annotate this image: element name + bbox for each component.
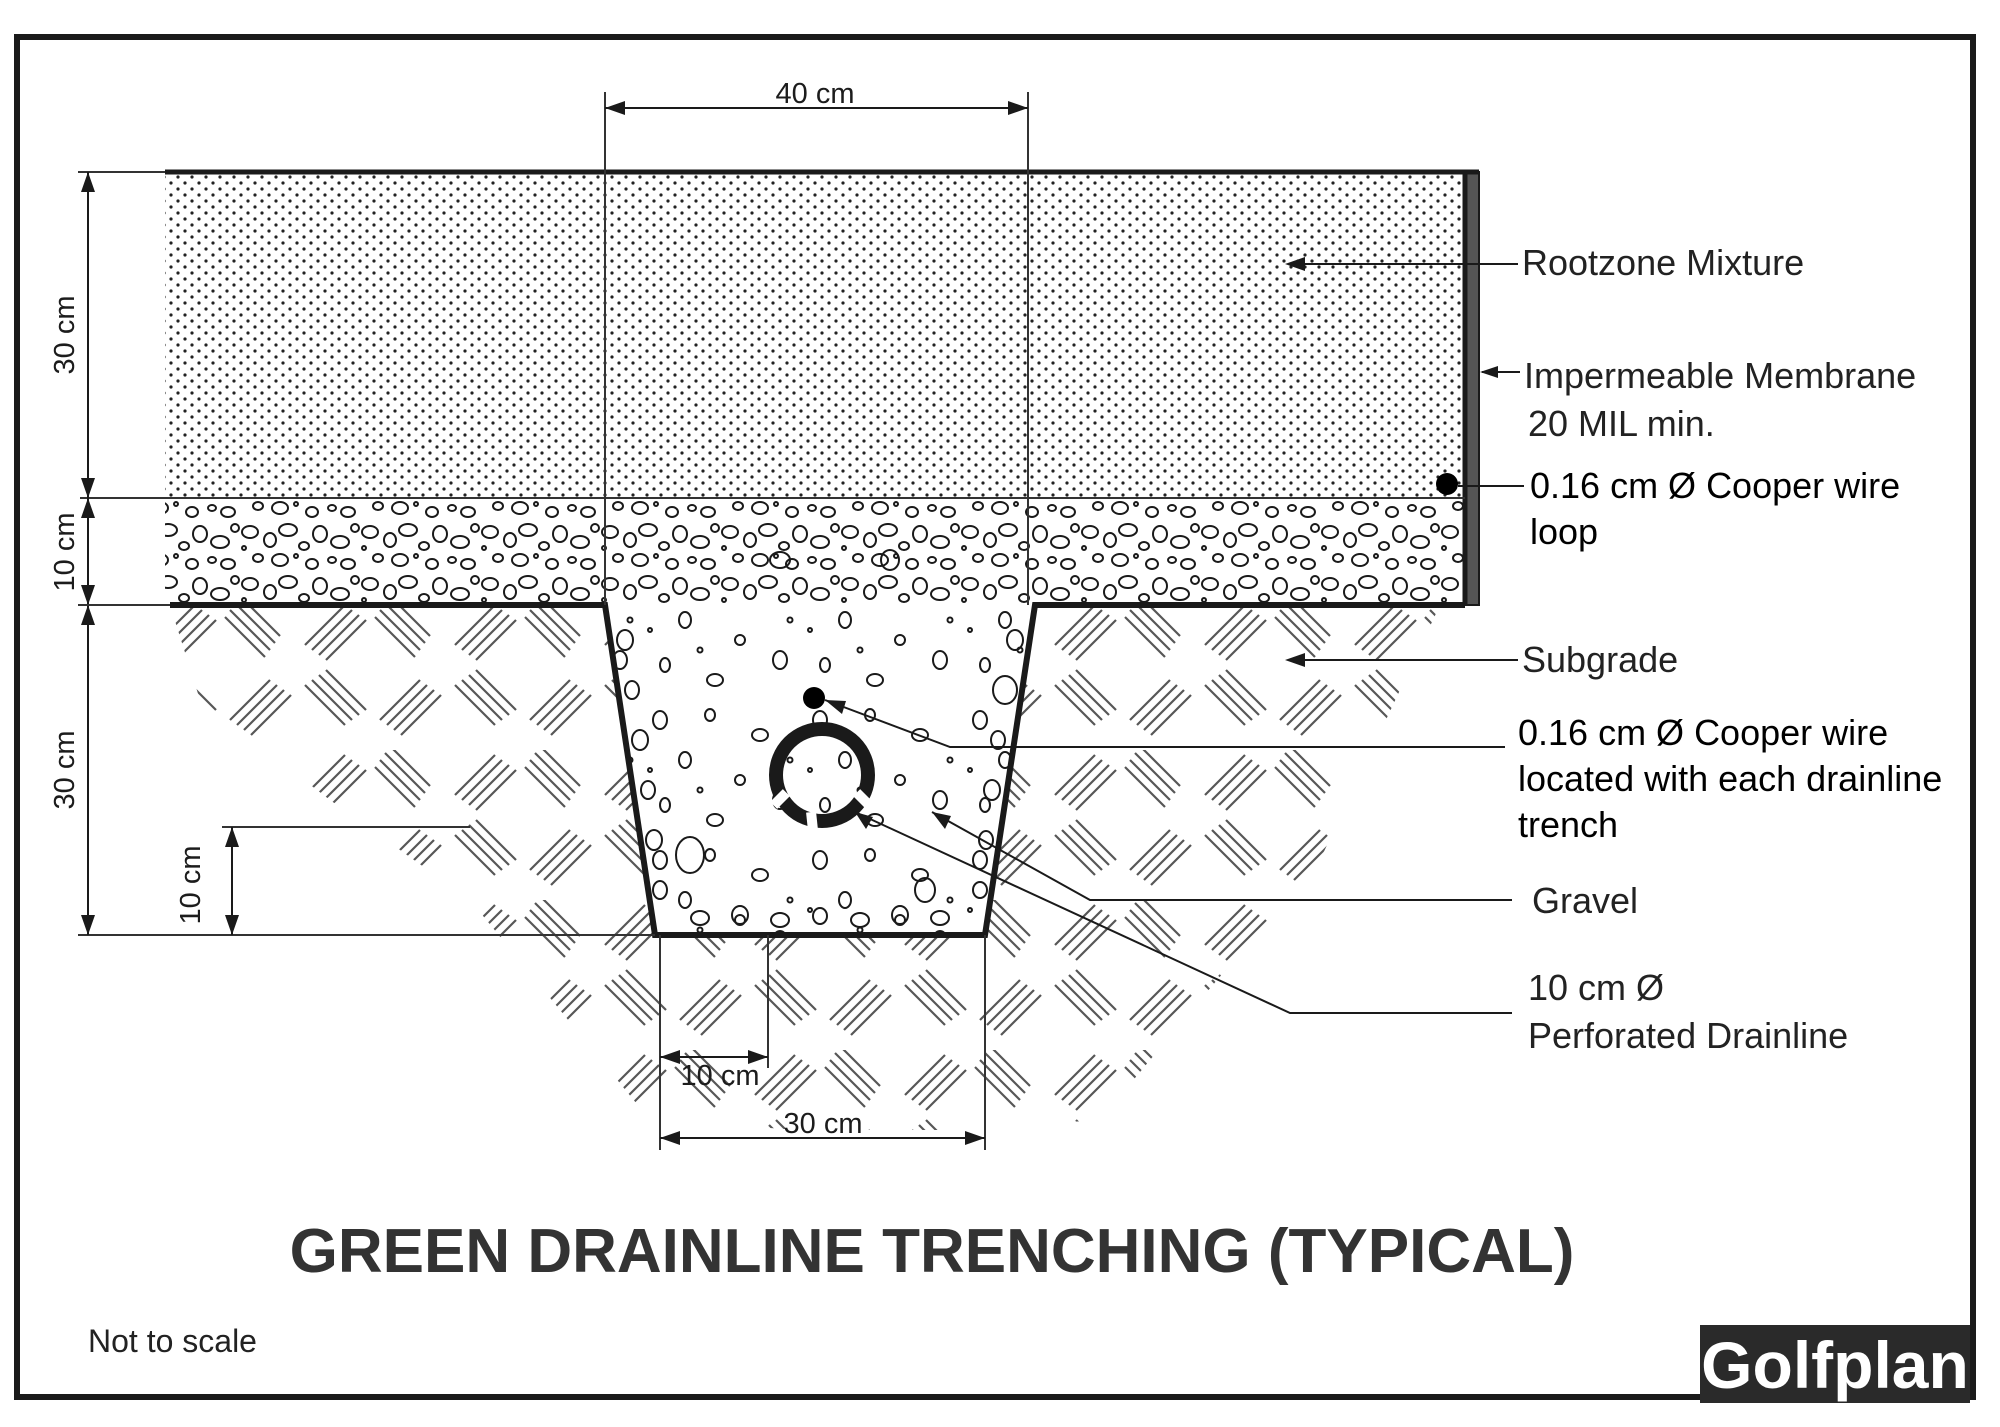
leader-lines <box>824 263 1524 1014</box>
callout-rootzone: Rootzone Mixture <box>1522 242 1804 283</box>
dim-label-pipe-cover: 10 cm <box>175 846 207 925</box>
arrowhead <box>605 101 625 115</box>
callout-membrane-line2: 20 MIL min. <box>1528 403 1715 444</box>
diagram-title: GREEN DRAINLINE TRENCHING (TYPICAL) <box>290 1217 1575 1286</box>
rootzone-layer <box>165 172 1465 498</box>
callout-drainline-line2: Perforated Drainline <box>1528 1015 1848 1056</box>
arrowhead <box>81 605 95 625</box>
dim-label-bottom-offset: 10 cm <box>681 1060 760 1092</box>
arrowhead <box>225 915 239 935</box>
arrowhead <box>1285 257 1305 271</box>
arrowhead <box>660 1050 680 1064</box>
arrowhead <box>825 700 846 714</box>
callout-wire-loop-line1: 0.16 cm Ø Cooper wire <box>1530 465 1900 506</box>
drawing-frame <box>14 34 1976 1400</box>
callout-wire-loop-line2: loop <box>1530 511 1598 552</box>
dim-label-rootzone-depth: 30 cm <box>49 296 81 375</box>
arrowhead <box>748 1050 768 1064</box>
arrowhead <box>660 1131 680 1145</box>
arrowhead <box>225 827 239 847</box>
arrowhead <box>81 585 95 605</box>
trench-pebble-lining <box>616 549 1024 928</box>
dim-label-top-width: 40 cm <box>776 78 855 110</box>
perforated-drainline-icon <box>769 722 875 831</box>
cooper-wire-loop-dot <box>1436 473 1458 495</box>
callout-wire-trench-line1: 0.16 cm Ø Cooper wire <box>1518 712 1888 753</box>
trench-outline <box>170 602 1465 938</box>
dim-label-bottom-width: 30 cm <box>784 1108 863 1140</box>
golfplan-logo-bg <box>1700 1325 1970 1403</box>
arrowhead <box>81 498 95 518</box>
arrowhead <box>81 478 95 498</box>
callout-drainline-line1: 10 cm Ø <box>1528 967 1664 1008</box>
callout-wire-trench-line3: trench <box>1518 804 1618 845</box>
golfplan-logo: Golfplan <box>1701 1328 1969 1402</box>
callout-gravel: Gravel <box>1532 880 1638 921</box>
callout-wire-trench-line2: located with each drainline <box>1518 758 1942 799</box>
callout-subgrade: Subgrade <box>1522 639 1678 680</box>
subgrade-hatch <box>170 605 1440 1130</box>
arrowhead <box>81 172 95 192</box>
callout-membrane-line1: Impermeable Membrane <box>1524 355 1916 396</box>
arrowhead <box>1480 366 1498 378</box>
arrowhead <box>932 812 951 829</box>
dim-label-trench-depth: 30 cm <box>49 731 81 810</box>
arrowhead <box>1008 101 1028 115</box>
dim-label-gravel-depth: 10 cm <box>49 513 81 592</box>
arrowhead <box>81 915 95 935</box>
cooper-wire-trench-dot <box>803 687 825 709</box>
arrowhead <box>965 1131 985 1145</box>
arrowhead <box>1285 653 1305 667</box>
scale-note: Not to scale <box>88 1323 257 1359</box>
gravel-layer <box>165 498 1465 605</box>
trench-gravel <box>608 605 1032 932</box>
arrowhead <box>855 812 873 829</box>
